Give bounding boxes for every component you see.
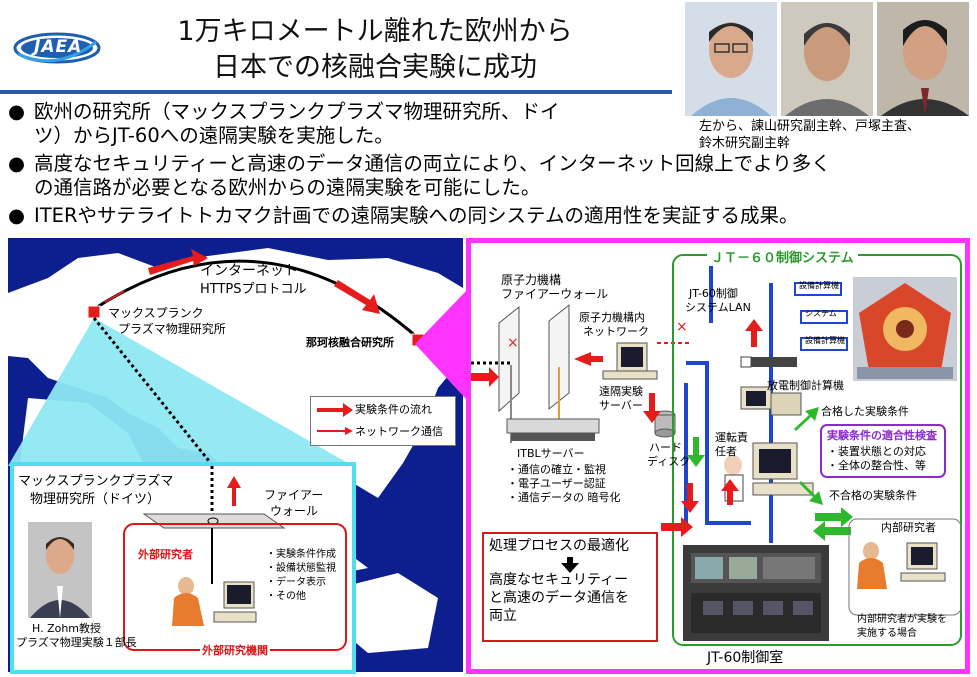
control-room-label: JT-60制御室 bbox=[707, 650, 784, 666]
process-line-1: 処理プロセスの最適化 bbox=[489, 538, 629, 554]
process-line-2: 高度なセキュリティー bbox=[489, 572, 629, 588]
facility-computer-label-2: システム bbox=[805, 309, 837, 318]
svg-text:×: × bbox=[507, 335, 519, 351]
system-graphics: × × bbox=[471, 254, 962, 646]
internet-label-1: インターネット bbox=[200, 263, 298, 279]
title-line-2: 日本での核融合実験に成功 bbox=[213, 52, 537, 83]
site-japan-label: 那珂核融合研究所 bbox=[306, 336, 394, 349]
title-underline bbox=[0, 90, 672, 94]
logo-text: JAEA bbox=[34, 37, 83, 57]
itbl-function-item: ・通信データの 暗号化 bbox=[507, 491, 621, 504]
internal-caption-2: 実施する場合 bbox=[857, 628, 917, 639]
zohm-photo bbox=[28, 522, 92, 618]
site-europe-label-1: マックスプランク bbox=[108, 306, 204, 320]
bullet-2: ● 高度なセキュリティーと高速のデータ通信の両立により、インターネット回線上でよ… bbox=[8, 152, 831, 200]
control-system-title: ＪＴ－６０制御システム bbox=[707, 247, 858, 266]
task-item: ・実験条件作成 bbox=[266, 549, 336, 560]
bullet-1: ● 欧州の研究所（マックスプランクプラズマ物理研究所、ドイ ツ）からJT-60へ… bbox=[8, 100, 560, 148]
connector-wedge bbox=[415, 290, 467, 400]
itbl-function-item: ・通信の確立・監視 bbox=[507, 463, 606, 476]
bullet-1-line-1: 欧州の研究所（マックスプランクプラズマ物理研究所、ドイ bbox=[34, 100, 560, 123]
check-title: 実験条件の適合性検査 bbox=[827, 429, 937, 442]
task-item: ・設備状態監視 bbox=[266, 563, 336, 574]
page-title: 1万キロメートル離れた欧州から 日本での核融合実験に成功 bbox=[140, 14, 610, 86]
caption-line-1: 左から、諫山研究副主幹、戸塚主査、 bbox=[699, 119, 921, 134]
lan-label-1: JT-60制御 bbox=[689, 287, 738, 300]
inset-firewall-2: ウォール bbox=[270, 504, 319, 518]
itbl-function-item: ・電子ユーザー認証 bbox=[507, 477, 606, 490]
external-researcher-label: 外部研究者 bbox=[138, 548, 193, 561]
legend-arrows-icon bbox=[317, 403, 353, 435]
remote-server-label-1: 遠隔実験 bbox=[599, 385, 643, 398]
process-line-4: 両立 bbox=[489, 608, 517, 624]
site-europe-label-2: プラズマ物理研究所 bbox=[118, 322, 226, 336]
zohm-title: プラズマ物理実験１部長 bbox=[16, 636, 137, 649]
researcher-tasks: ・実験条件作成 ・設備状態監視 ・データ表示 ・その他 bbox=[266, 548, 336, 604]
itbl-functions: ・通信の確立・監視 ・電子ユーザー認証 ・通信データの 暗号化 bbox=[507, 463, 621, 505]
task-item: ・データ表示 bbox=[266, 577, 326, 588]
zohm-name: H. Zohm教授 bbox=[32, 622, 102, 635]
check-items: ・装置状態との対応 ・全体の整合性、等 bbox=[827, 445, 926, 473]
inner-network-label-1: 原子力機構内 bbox=[579, 311, 645, 324]
photo-totsuka bbox=[781, 2, 873, 116]
bullet-2-line-2: の通信路が必要となる欧州からの遠隔実験を可能にした。 bbox=[34, 176, 541, 199]
internet-label-2: HTTPSプロトコル bbox=[200, 282, 307, 297]
facility-computer-label-1: 設備計算機 bbox=[799, 281, 839, 290]
inset-firewall-1: ファイアー bbox=[264, 488, 324, 502]
check-item: ・装置状態との対応 bbox=[827, 445, 926, 458]
firewall-label-2: ファイアーウォール bbox=[501, 287, 609, 301]
bullet-2-line-1: 高度なセキュリティーと高速のデータ通信の両立により、インターネット回線上でより多… bbox=[34, 152, 831, 175]
jaea-logo: JAEA bbox=[12, 28, 102, 68]
legend-flow-label: 実験条件の流れ bbox=[355, 403, 432, 416]
itbl-server-label: ITBLサーバー bbox=[517, 447, 585, 460]
firewall-label-1: 原子力機構 bbox=[501, 273, 562, 287]
photo-caption: 左から、諫山研究副主幹、戸塚主査、 鈴木研究副主幹 bbox=[699, 118, 969, 152]
failed-conditions-label: 不合格の実験条件 bbox=[829, 489, 917, 502]
map-legend: 実験条件の流れ ネットワーク通信 bbox=[310, 396, 456, 446]
internal-researcher-label: 内部研究者 bbox=[881, 521, 936, 534]
bullet-dot-icon: ● bbox=[8, 100, 26, 123]
process-line-3: と高速のデータ通信を bbox=[489, 590, 629, 606]
bullet-3: ● ITERやサテライトトカマク計画での遠隔実験への同システムの適用性を実証する… bbox=[8, 204, 798, 228]
remote-server-label-2: サーバー bbox=[599, 399, 643, 412]
legend-network-label: ネットワーク通信 bbox=[355, 425, 443, 438]
title-line-1: 1万キロメートル離れた欧州から bbox=[177, 16, 573, 47]
external-institution-label: 外部研究機関 bbox=[200, 642, 270, 658]
bullet-1-line-2: ツ）からJT-60への遠隔実験を実施した。 bbox=[34, 124, 394, 147]
europe-lab-inset: マックスプランクプラズマ 物理研究所（ドイツ） ファイアー ウォール 外部研究者… bbox=[10, 462, 356, 674]
internal-caption-1: 内部研究者が実験を bbox=[857, 614, 947, 625]
inset-title-2: 物理研究所（ドイツ） bbox=[30, 492, 161, 507]
harddisk-label-1: ハード bbox=[649, 441, 682, 454]
discharge-computer-label: 放電制御計算機 bbox=[767, 379, 844, 392]
bullet-dot-icon: ● bbox=[8, 152, 26, 175]
check-item: ・全体の整合性、等 bbox=[827, 459, 926, 472]
caption-line-2: 鈴木研究副主幹 bbox=[699, 136, 791, 151]
inset-graphics bbox=[123, 466, 347, 651]
operator-label-2: 任者 bbox=[715, 445, 737, 458]
bullet-dot-icon: ● bbox=[8, 204, 26, 227]
world-map: インターネット HTTPSプロトコル マックスプランク プラズマ物理研究所 那珂… bbox=[8, 238, 464, 674]
facility-computer-label-3: 設備計算機 bbox=[805, 336, 845, 345]
researcher-photos bbox=[685, 2, 973, 116]
process-box-text: 処理プロセスの最適化 高度なセキュリティー と高速のデータ通信を 両立 bbox=[489, 537, 629, 625]
jt60-system-panel: × × bbox=[466, 238, 970, 674]
inner-network-label-2: ネットワーク bbox=[583, 325, 649, 338]
operator-label-1: 運転責 bbox=[715, 431, 748, 444]
lan-label-2: システムLAN bbox=[685, 301, 751, 314]
photo-isayama bbox=[685, 2, 777, 116]
svg-text:×: × bbox=[676, 319, 688, 335]
passed-conditions-label: 合格した実験条件 bbox=[821, 405, 909, 418]
bullet-3-line-1: ITERやサテライトトカマク計画での遠隔実験への同システムの適用性を実証する成果… bbox=[34, 204, 799, 227]
photo-suzuki bbox=[877, 2, 969, 116]
researcher-computer-icon bbox=[172, 577, 257, 626]
tokamak-icon bbox=[853, 277, 957, 381]
harddisk-label-2: ディスク bbox=[647, 455, 691, 468]
inset-title-1: マックスプランクプラズマ bbox=[18, 474, 174, 489]
task-item: ・その他 bbox=[266, 591, 306, 602]
